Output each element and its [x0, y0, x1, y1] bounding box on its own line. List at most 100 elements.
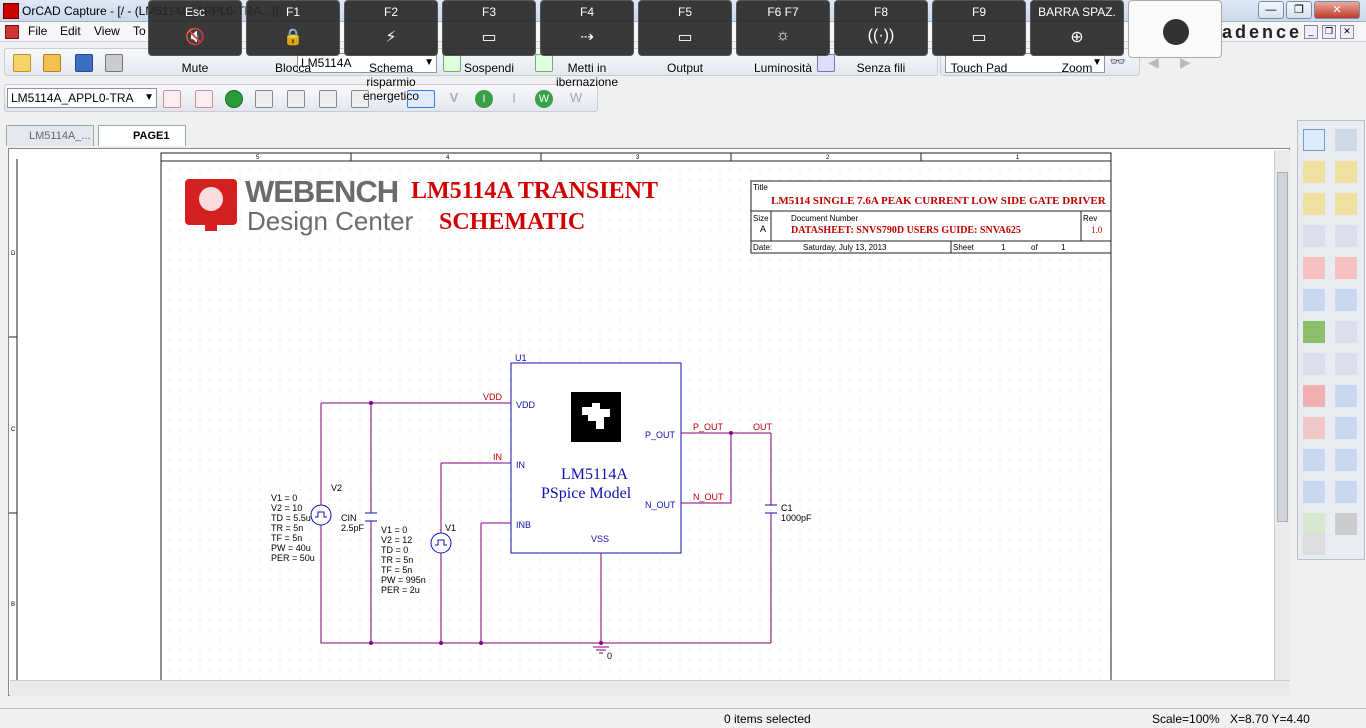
view-results-icon[interactable] [255, 90, 273, 108]
place-ieee-icon[interactable] [1335, 513, 1357, 535]
osk-key-1[interactable]: F1🔒 [246, 0, 340, 56]
place-bus-entry-icon[interactable] [1335, 225, 1357, 247]
place-no-connect-icon[interactable] [1303, 289, 1325, 311]
osk-key-3[interactable]: F3▭ [442, 0, 536, 56]
edit-simulation-icon[interactable] [195, 90, 213, 108]
logo-design-center: Design Center [247, 206, 414, 236]
place-ground-icon[interactable] [1335, 289, 1357, 311]
osk-key-0[interactable]: Esc🔇 [148, 0, 242, 56]
c1-capacitor[interactable]: C1 1000pF [765, 503, 812, 523]
border-col-3: 3 [636, 155, 640, 161]
user-tile[interactable] [1128, 0, 1222, 58]
forward-arrow-icon[interactable]: ▶ [1180, 54, 1191, 70]
c1-value: 1000pF [781, 513, 812, 523]
v2-param-4: TR = 5n [271, 523, 303, 533]
place-text-icon[interactable] [1303, 513, 1325, 535]
place-arc-icon[interactable] [1303, 449, 1325, 471]
osk-key-4[interactable]: F4⇢ [540, 0, 634, 56]
place-bezier-icon[interactable] [1303, 481, 1325, 503]
doc-icon[interactable] [5, 25, 19, 39]
osk-key-9[interactable]: BARRA SPAZ.⊕ [1030, 0, 1124, 56]
v2-source[interactable]: V2 [310, 483, 342, 526]
vertical-scrollbar[interactable] [1274, 150, 1290, 680]
tb-sheet: 1 [1001, 243, 1006, 252]
bias-voltage-icon[interactable] [407, 90, 435, 108]
place-image-icon[interactable] [1335, 481, 1357, 503]
new-simulation-icon[interactable] [163, 90, 181, 108]
minimize-button[interactable]: — [1258, 1, 1284, 19]
osk-key-6[interactable]: F6 F7☼ [736, 0, 830, 56]
power-marker-icon[interactable] [351, 90, 369, 108]
place-part-icon[interactable] [1335, 129, 1357, 151]
ground-symbol[interactable] [593, 646, 609, 654]
v1-param-2: V2 = 12 [381, 535, 412, 545]
v1-source[interactable]: V1 [430, 523, 456, 554]
place-ellipse-icon[interactable] [1335, 321, 1357, 343]
voltage-marker-icon[interactable] [287, 90, 305, 108]
open-icon[interactable] [43, 54, 61, 72]
u1-pin-vdd: VDD [516, 400, 536, 410]
osk-key-8[interactable]: F9▭ [932, 0, 1026, 56]
place-pin-icon[interactable] [1335, 385, 1357, 407]
restore-button[interactable]: ❐ [1286, 1, 1312, 19]
place-polyline-icon[interactable] [1335, 417, 1357, 439]
mdi-close-button[interactable]: ✕ [1340, 25, 1354, 39]
place-drc-icon[interactable] [1303, 533, 1325, 555]
save-icon[interactable] [75, 54, 93, 72]
schematic-canvas[interactable]: 5 4 3 2 1 D C B WEBENCH Design Center LM… [8, 148, 1290, 696]
tab-page1[interactable]: PAGE1 [98, 125, 186, 146]
net-nout: N_OUT [693, 492, 724, 502]
place-hier-block-icon[interactable] [1303, 321, 1325, 343]
osk-key-name: F1 [285, 5, 300, 19]
tb-size-label: Size [753, 214, 769, 223]
current-marker-icon[interactable] [319, 90, 337, 108]
place-line-icon[interactable] [1303, 417, 1325, 439]
app-icon[interactable] [3, 3, 19, 19]
mdi-minimize-button[interactable]: _ [1304, 25, 1318, 39]
place-rectangle-icon[interactable] [1335, 449, 1357, 471]
place-wire-icon[interactable] [1303, 161, 1325, 183]
title-block: Title LM5114 SINGLE 7.6A PEAK CURRENT LO… [750, 180, 1112, 254]
binoculars-icon[interactable]: 👓 [1109, 54, 1127, 69]
place-net-alias-icon[interactable] [1303, 225, 1325, 247]
menu-view[interactable]: View [94, 24, 120, 38]
osk-key-label: Blocca [274, 61, 312, 75]
delete-pin-icon[interactable] [1303, 385, 1325, 407]
back-arrow-icon[interactable]: ◀ [1148, 54, 1159, 70]
v2-param-3: TD = 5.5u [271, 513, 311, 523]
run-icon[interactable] [225, 90, 243, 108]
menu-edit[interactable]: Edit [60, 24, 81, 38]
vertical-scroll-thumb[interactable] [1277, 172, 1288, 522]
design-combo[interactable]: LM5114A_APPL0-TRA▼ [7, 88, 157, 108]
bias-power-icon[interactable]: W [535, 90, 553, 108]
place-hier-port-icon[interactable] [1303, 353, 1325, 375]
osk-key-7[interactable]: F8((·)) [834, 0, 928, 56]
select-tool-icon[interactable] [1303, 129, 1325, 151]
bias-current-icon[interactable]: I [475, 90, 493, 108]
place-bus-icon[interactable] [1303, 193, 1325, 215]
cin-value: 2.5pF [341, 523, 365, 533]
place-net-icon[interactable] [1335, 161, 1357, 183]
place-power-icon[interactable] [1335, 257, 1357, 279]
place-bus-wire-icon[interactable] [1335, 193, 1357, 215]
place-junction-icon[interactable] [1303, 257, 1325, 279]
schematic-heading-line1: LM5114A TRANSIENT [411, 178, 658, 204]
osk-key-icon: ⚡ [385, 29, 397, 46]
horizontal-scrollbar[interactable] [10, 680, 1290, 696]
osk-key-5[interactable]: F5▭ [638, 0, 732, 56]
bias-v-icon[interactable]: V [449, 90, 459, 105]
menu-file[interactable]: File [28, 24, 48, 38]
print-icon[interactable] [105, 54, 123, 72]
new-icon[interactable] [13, 54, 31, 72]
mdi-restore-button[interactable]: ❐ [1322, 25, 1336, 39]
place-off-page-icon[interactable] [1335, 353, 1357, 375]
osk-key-2[interactable]: F2⚡ [344, 0, 438, 56]
cin-capacitor[interactable]: CIN 2.5pF [341, 512, 377, 533]
v2-param-2: V2 = 10 [271, 503, 302, 513]
bias-w-icon[interactable]: W [569, 90, 583, 105]
u1-part[interactable]: U1 LM5114A PSpice Model VDD IN INB VSS P… [510, 353, 682, 554]
menu-tools[interactable]: To [133, 24, 146, 38]
bias-i-icon[interactable]: I [512, 90, 516, 105]
tab-project[interactable]: LM5114A_... [6, 125, 94, 146]
close-button[interactable]: ✕ [1314, 1, 1360, 19]
